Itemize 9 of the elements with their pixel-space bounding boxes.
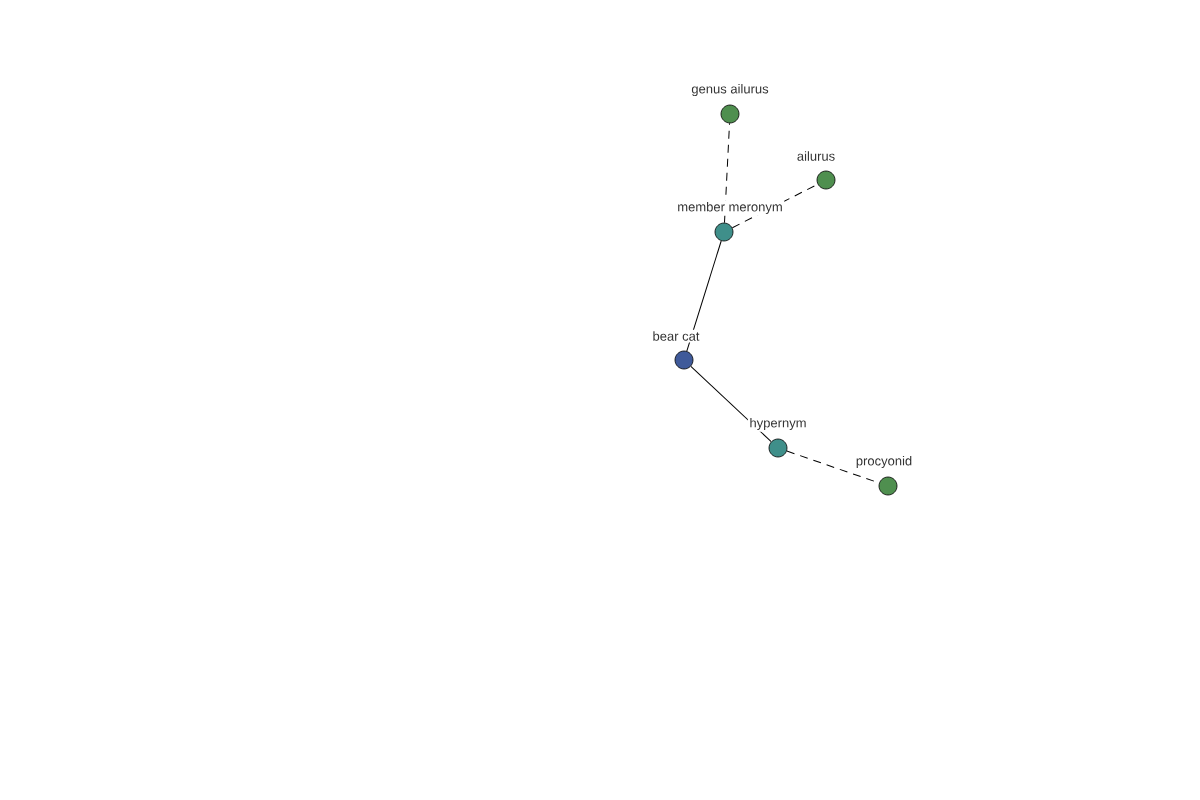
graph-node xyxy=(878,476,898,496)
graph-node xyxy=(768,438,788,458)
edge-line xyxy=(686,240,722,352)
edge-line xyxy=(786,450,880,484)
graph-node xyxy=(816,170,836,190)
edge-line xyxy=(724,122,731,224)
graph-node xyxy=(714,222,734,242)
graph-node xyxy=(674,350,694,370)
graph-node xyxy=(720,104,740,124)
